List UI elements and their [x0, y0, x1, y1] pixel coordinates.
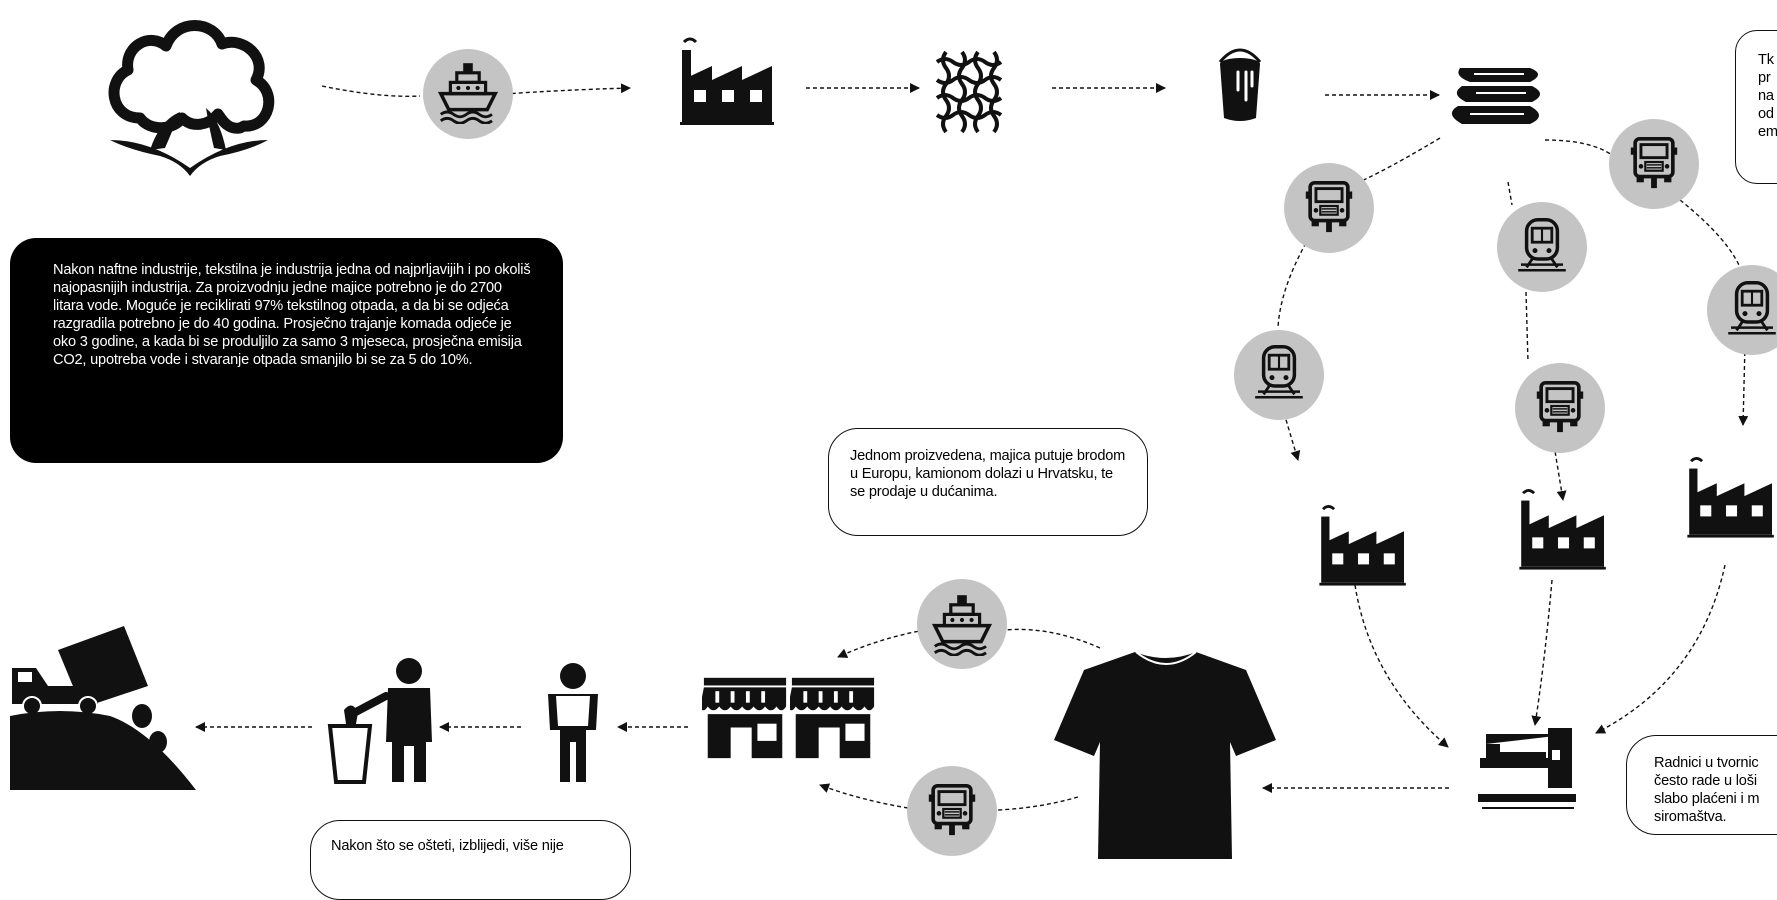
weaving-icon [935, 50, 1003, 134]
transport-circle [1234, 330, 1324, 420]
ship-to-factory-transport [423, 49, 513, 139]
workers-note-line: Radnici u tvornic [1654, 755, 1759, 771]
dyeing-note-line: od [1758, 106, 1774, 122]
arrow-tshirt-to-shop-lower [820, 785, 1079, 811]
truck-transport-fabric-right [1609, 119, 1699, 209]
disposal-note: Nakon što se ošteti, izblijedi, više nij… [310, 820, 631, 900]
factory-icon-spinning [678, 37, 776, 127]
arrow-factory-left-to-sewing [1354, 584, 1449, 748]
textile-lifecycle-diagram [10, 20, 1777, 859]
dyeing-note: Tk pr na od em [1735, 30, 1777, 184]
arrow-cotton-to-factory [321, 86, 630, 96]
textile-industry-facts-box: Nakon naftne industrije, tekstilna je in… [10, 238, 563, 463]
truck-transport-to-shop [907, 766, 997, 856]
dyeing-note-line: Tk [1758, 52, 1774, 68]
cotton-plant-icon [108, 20, 275, 176]
train-transport-fabric-right [1707, 265, 1777, 355]
factory-icon-mid [1517, 488, 1608, 572]
arrow-tshirt-to-shop-upper [838, 628, 1101, 657]
arrow-fabric-to-factory-left [1277, 137, 1441, 460]
factory-icon-left [1317, 504, 1408, 588]
transport-circle [1284, 163, 1374, 253]
transport-circle [1497, 202, 1587, 292]
consumer-person-icon [548, 663, 598, 782]
dyeing-note-line: na [1758, 88, 1774, 104]
trash-bin-person-icon [327, 658, 432, 784]
workers-note-line: slabo plaćeni i m [1654, 791, 1760, 807]
landfill-truck-icon [10, 626, 196, 790]
arrow-fabric-to-factory-mid [1507, 181, 1563, 500]
transport-circle [1515, 363, 1605, 453]
truck-transport-fabric-left [1284, 163, 1374, 253]
workers-note-line: siromaštva. [1654, 809, 1727, 825]
arrow-fabric-to-factory-right [1544, 139, 1745, 425]
factory-workers-note: Radnici u tvornic često rade u loši slab… [1626, 735, 1777, 835]
arrow-factory-mid-to-sewing [1531, 579, 1553, 726]
workers-note-line: često rade u loši [1654, 773, 1757, 789]
dyeing-note-line: em [1758, 124, 1777, 140]
dyeing-note-line: pr [1758, 70, 1771, 86]
flow-connectors [195, 86, 1745, 811]
dye-bucket-icon [1218, 48, 1262, 121]
sewing-machine-icon [1478, 728, 1576, 809]
shop-icon-2 [790, 677, 875, 759]
shipping-route-note: Jednom proizvedena, majica putuje brodom… [828, 428, 1148, 536]
shop-icon-1 [702, 677, 787, 759]
train-transport-fabric-left [1234, 330, 1324, 420]
t-shirt-icon [1054, 651, 1276, 859]
ship-transport-to-shop [917, 579, 1007, 669]
fabric-rolls-icon [1451, 68, 1540, 124]
factory-icon-right [1685, 456, 1776, 540]
truck-transport-fabric-mid [1515, 363, 1605, 453]
transport-circle [907, 766, 997, 856]
arrow-factory-right-to-sewing [1595, 564, 1726, 734]
transport-circle [1609, 119, 1699, 209]
train-transport-fabric-mid [1497, 202, 1587, 292]
